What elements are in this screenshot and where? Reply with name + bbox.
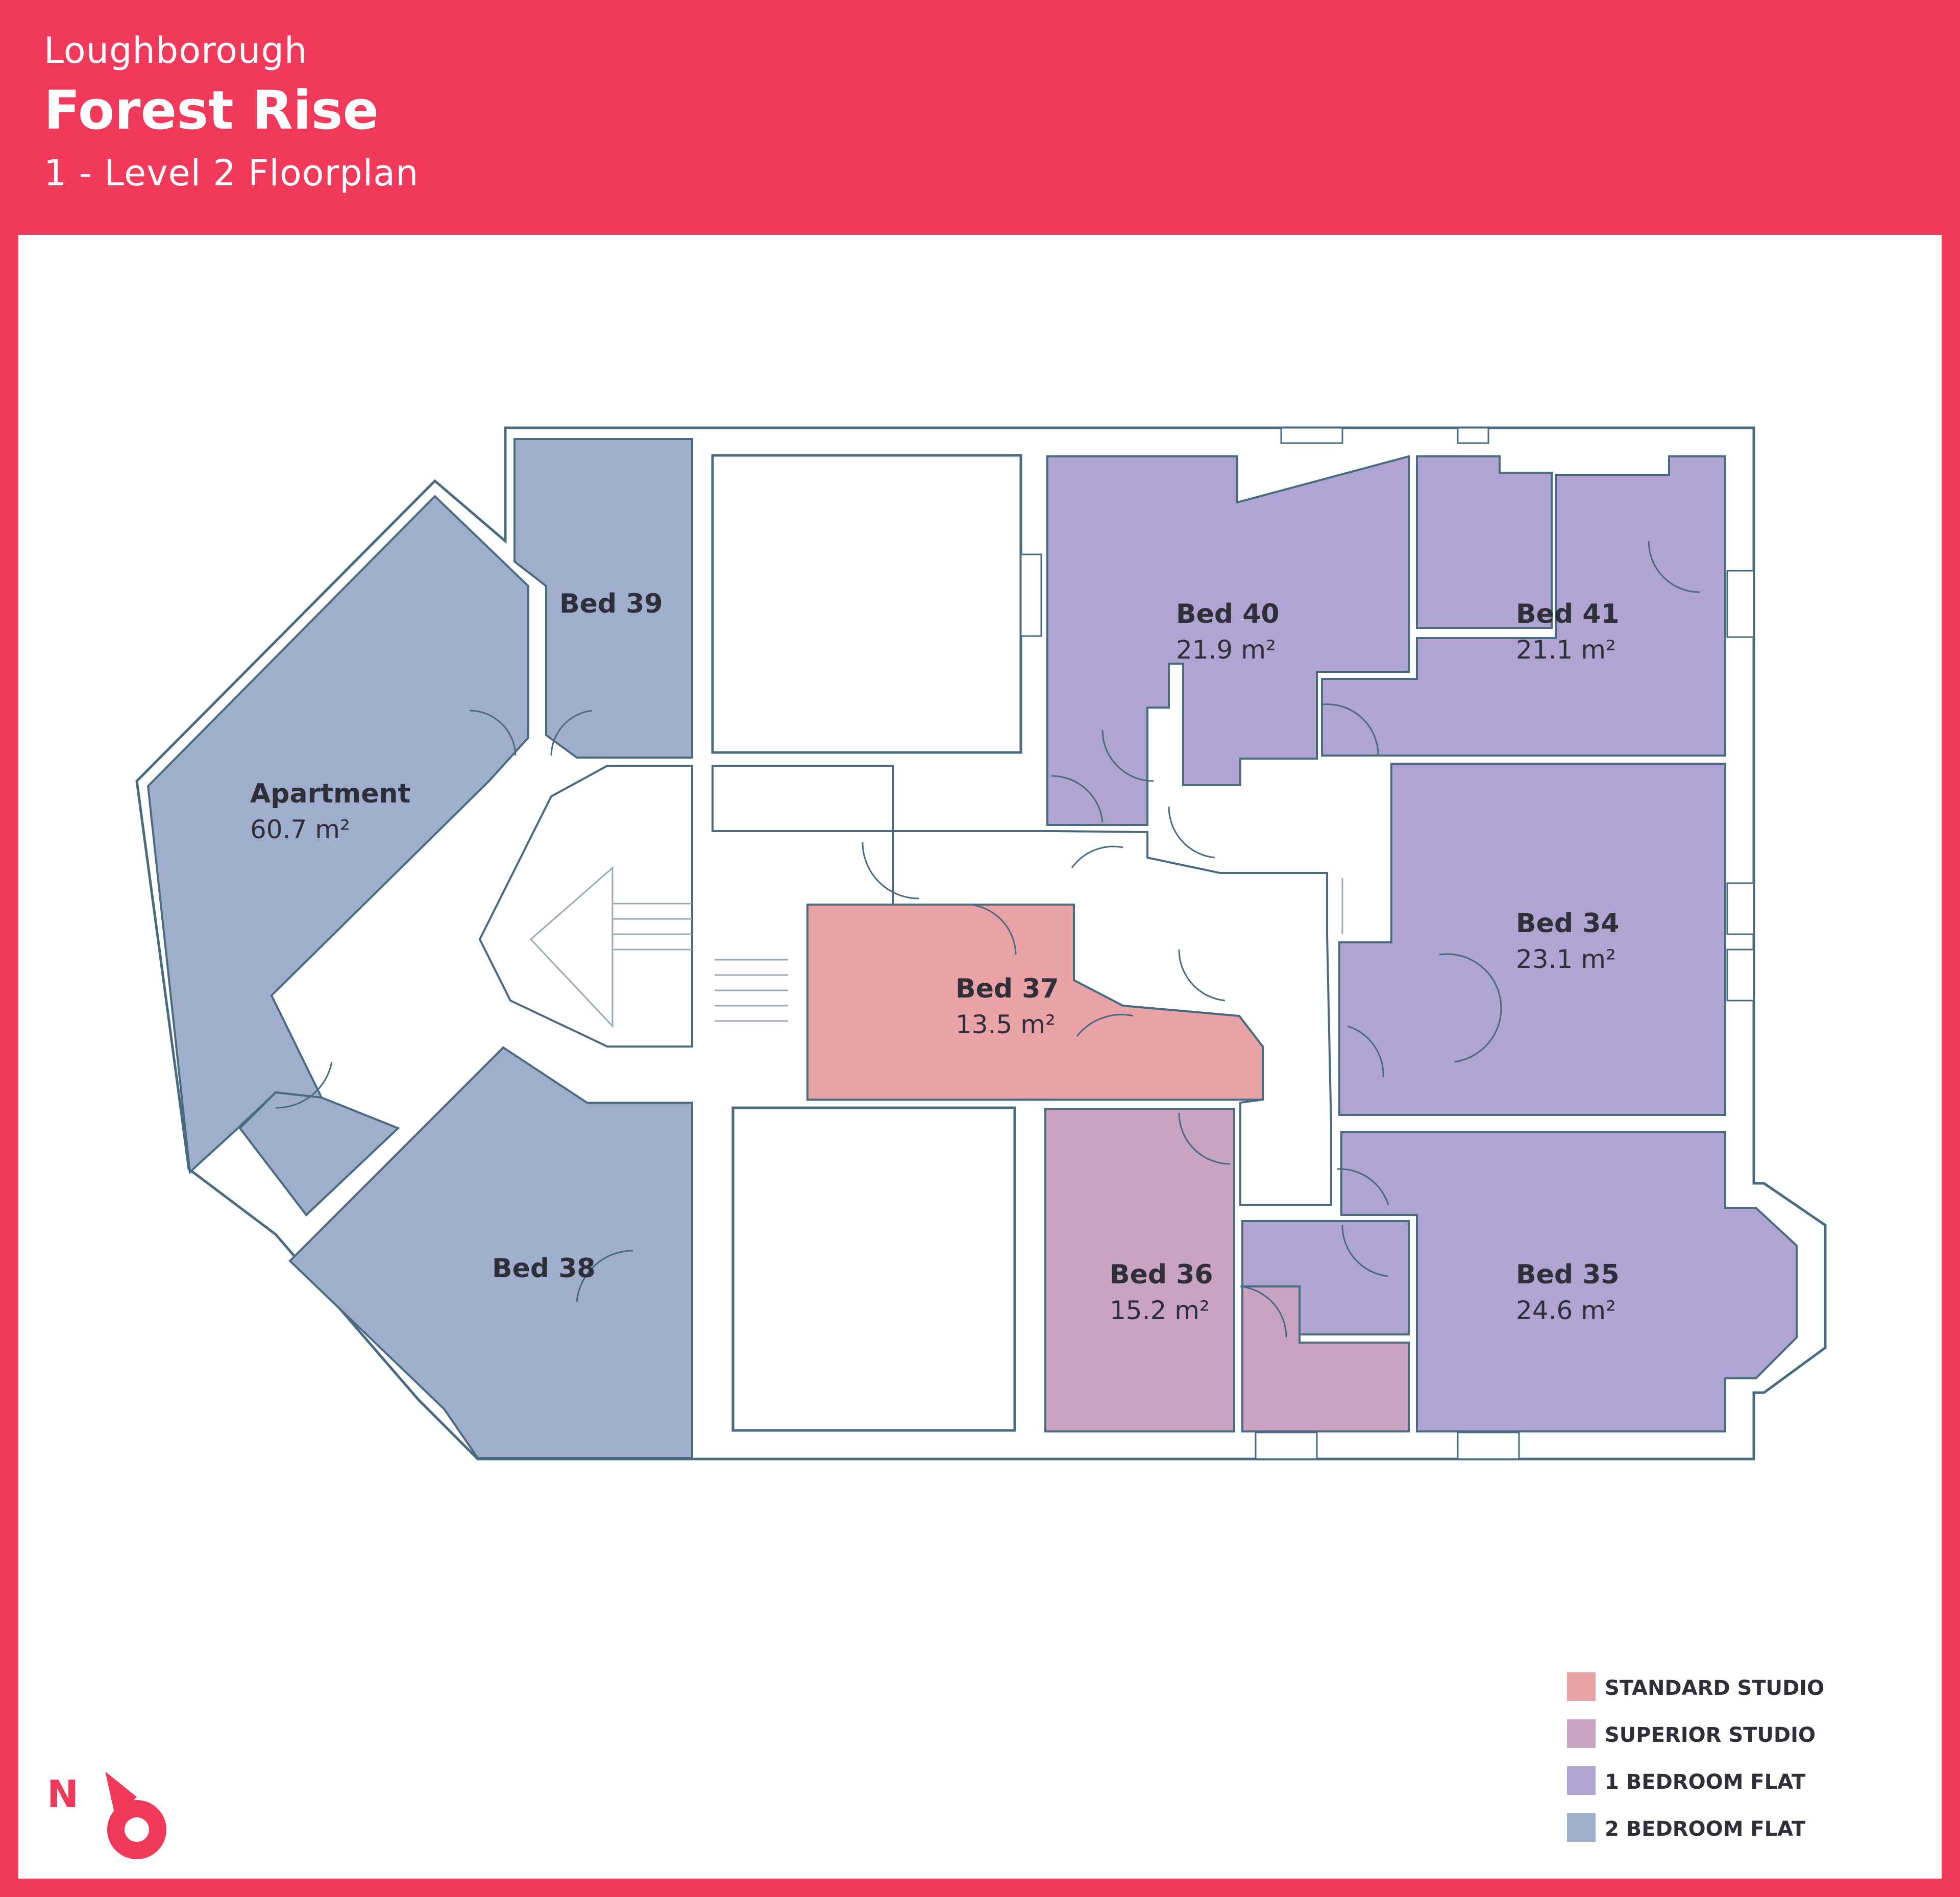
door-swings xyxy=(275,541,1700,1338)
corridor xyxy=(892,830,1332,1206)
stair-arrow xyxy=(529,866,614,1028)
plant-room xyxy=(731,1106,1016,1432)
legend-label-standard-studio: STANDARD STUDIO xyxy=(1605,1676,1824,1700)
bed34-area[interactable] xyxy=(1338,763,1726,1116)
room-area-bed34: 23.1 m² xyxy=(1516,944,1616,974)
bed41-main[interactable] xyxy=(1321,455,1726,757)
stair-core xyxy=(712,765,894,832)
legend: STANDARD STUDIO SUPERIOR STUDIO 1 BEDROO… xyxy=(1567,1672,1824,1842)
legend-swatch-one-bedroom-flat xyxy=(1567,1766,1596,1795)
bed39-area[interactable] xyxy=(513,438,693,759)
north-arrow-icon: N xyxy=(47,1771,166,1859)
page-title: Forest Rise xyxy=(44,79,379,141)
room-label-bed34: Bed 34 xyxy=(1516,908,1620,939)
room-label-bed36: Bed 36 xyxy=(1110,1259,1213,1290)
floorplan-subtitle: 1 - Level 2 Floorplan xyxy=(44,152,419,194)
room-label-bed40: Bed 40 xyxy=(1176,599,1280,629)
legend-label-one-bedroom-flat: 1 BEDROOM FLAT xyxy=(1605,1770,1806,1794)
bed38-area[interactable] xyxy=(288,1046,693,1459)
location-label: Loughborough xyxy=(44,30,308,71)
bed35-area[interactable] xyxy=(1340,1131,1798,1432)
north-label: N xyxy=(47,1772,79,1816)
room-area-bed37: 13.5 m² xyxy=(955,1010,1056,1039)
legend-label-two-bedroom-flat: 2 BEDROOM FLAT xyxy=(1605,1817,1806,1841)
legend-label-superior-studio: SUPERIOR STUDIO xyxy=(1605,1723,1816,1747)
legend-swatch-two-bedroom-flat xyxy=(1567,1813,1596,1842)
windows xyxy=(1020,427,1755,1460)
apartment-area[interactable] xyxy=(146,495,529,1175)
header: Loughborough Forest Rise 1 - Level 2 Flo… xyxy=(0,0,1960,235)
lift-shaft xyxy=(711,454,1022,754)
legend-swatch-standard-studio xyxy=(1567,1672,1596,1701)
room-label-bed37: Bed 37 xyxy=(955,974,1059,1004)
floorplan-panel: Apartment 60.7 m² Bed 39 Bed 40 21.9 m² … xyxy=(18,235,1942,1879)
legend-swatch-superior-studio xyxy=(1567,1719,1596,1748)
stairwell xyxy=(478,765,693,1048)
room-label-bed35: Bed 35 xyxy=(1516,1259,1620,1290)
room-label-bed39: Bed 39 xyxy=(559,589,663,619)
room-area-bed40: 21.9 m² xyxy=(1176,635,1276,665)
room-area-bed36: 15.2 m² xyxy=(1110,1296,1210,1325)
bed41-area[interactable] xyxy=(1416,455,1553,629)
apartment-annex[interactable] xyxy=(238,1091,400,1217)
bed40-area[interactable] xyxy=(1046,455,1410,826)
room-label-bed38: Bed 38 xyxy=(492,1253,596,1284)
room-area-apartment: 60.7 m² xyxy=(250,815,350,844)
room-area-bed41: 21.1 m² xyxy=(1516,635,1616,665)
room-label-bed41: Bed 41 xyxy=(1516,599,1620,629)
floorplan-diagram: Apartment 60.7 m² Bed 39 Bed 40 21.9 m² … xyxy=(47,426,1827,1859)
room-area-bed35: 24.6 m² xyxy=(1516,1296,1616,1325)
room-label-apartment: Apartment xyxy=(250,779,410,809)
bed36-area[interactable] xyxy=(1044,1108,1235,1432)
